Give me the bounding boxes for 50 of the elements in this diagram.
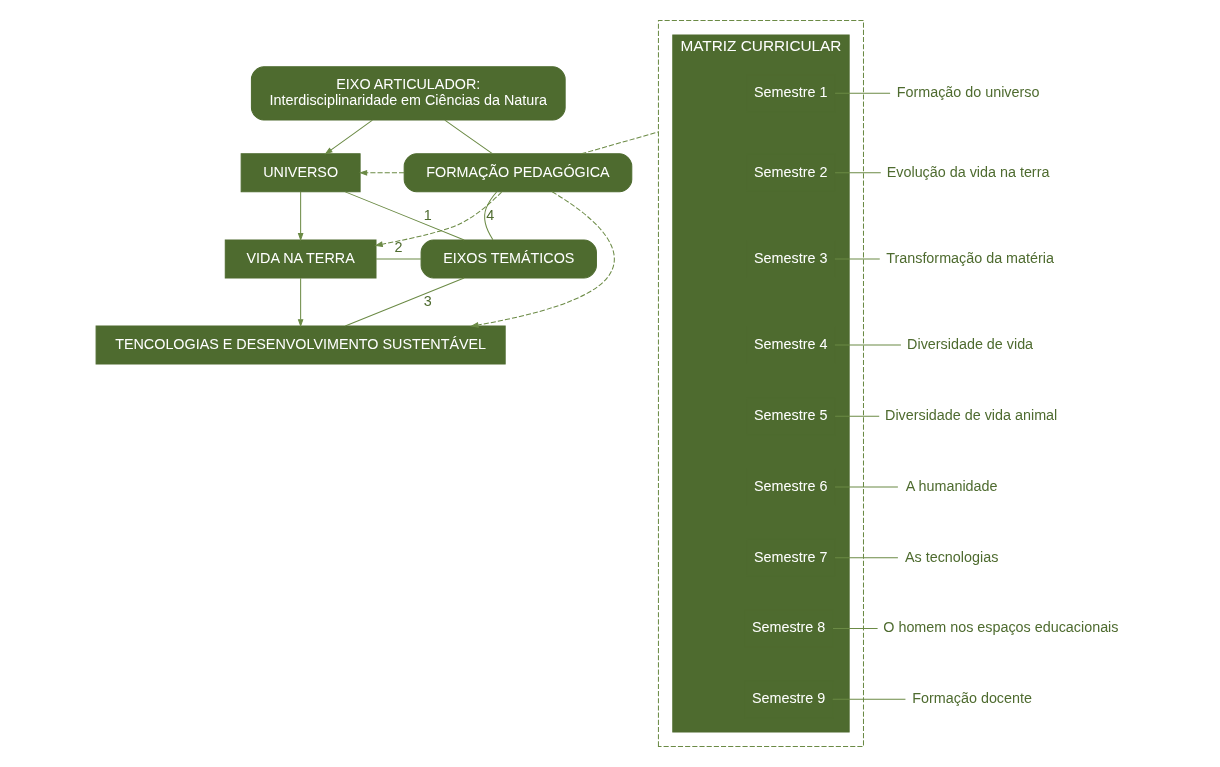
node-box: FORMAÇÃO PEDAGÓGICA: [403, 153, 633, 193]
connector: [344, 277, 465, 327]
node-text: Semestre 5: [754, 407, 828, 424]
node-box: TENCOLOGIAS E DESENVOLVIMENTO SUSTENTÁVEL: [95, 325, 506, 365]
connector: [834, 344, 902, 346]
connector: [580, 131, 659, 155]
node-text: Semestre 8: [751, 619, 826, 636]
node-text: O homem nos espaços educacionais: [883, 619, 1119, 636]
connector: [834, 258, 881, 260]
node-box: UNIVERSO: [240, 153, 361, 193]
connector: [832, 628, 879, 630]
node-text: As tecnologias: [905, 548, 999, 565]
cluster: [657, 20, 864, 747]
connector: [375, 258, 422, 260]
node-text: Diversidade de vida animal: [885, 407, 1058, 424]
arrow: [297, 277, 304, 328]
connector: [484, 191, 498, 241]
node-text: Semestre 2: [754, 163, 828, 180]
node-text: Semestre 6: [754, 477, 828, 494]
connector: [344, 191, 465, 241]
node-text: Semestre 9: [751, 690, 826, 707]
connector: [832, 698, 906, 700]
connector: [444, 119, 493, 155]
connector: [834, 415, 880, 417]
node-text: Evolução da vida na terra: [886, 163, 1050, 180]
connector: [834, 486, 899, 488]
node-box: VIDA NA TERRA: [224, 239, 377, 279]
edge-label: 2: [394, 238, 403, 255]
node-text: A humanidade: [905, 477, 998, 494]
node-box: EIXOS TEMÁTICOS: [420, 239, 597, 279]
node-box: EIXO ARTICULADOR: Interdisciplinaridade em Ciências da Natura: [250, 66, 566, 121]
node-text: Formação docente: [912, 690, 1032, 707]
node-text: Semestre 7: [754, 548, 828, 565]
edge-label: 1: [423, 206, 432, 223]
edge-label: 3: [423, 292, 432, 309]
node-text: Diversidade de vida: [907, 335, 1034, 352]
node-text: Semestre 1: [754, 84, 828, 101]
node-text: Transformação da matéria: [886, 249, 1054, 266]
arrow: [374, 191, 503, 247]
edge-label: 4: [486, 206, 495, 223]
arrow: [324, 119, 373, 155]
arrow: [470, 191, 615, 328]
node-text: Semestre 4: [754, 335, 828, 352]
connector: [834, 172, 882, 174]
connector: [834, 92, 891, 94]
arrow: [297, 191, 304, 242]
node-text: Semestre 3: [754, 249, 828, 266]
arrow: [358, 169, 405, 176]
node-text: Formação do universo: [896, 84, 1040, 101]
connector: [834, 557, 899, 559]
